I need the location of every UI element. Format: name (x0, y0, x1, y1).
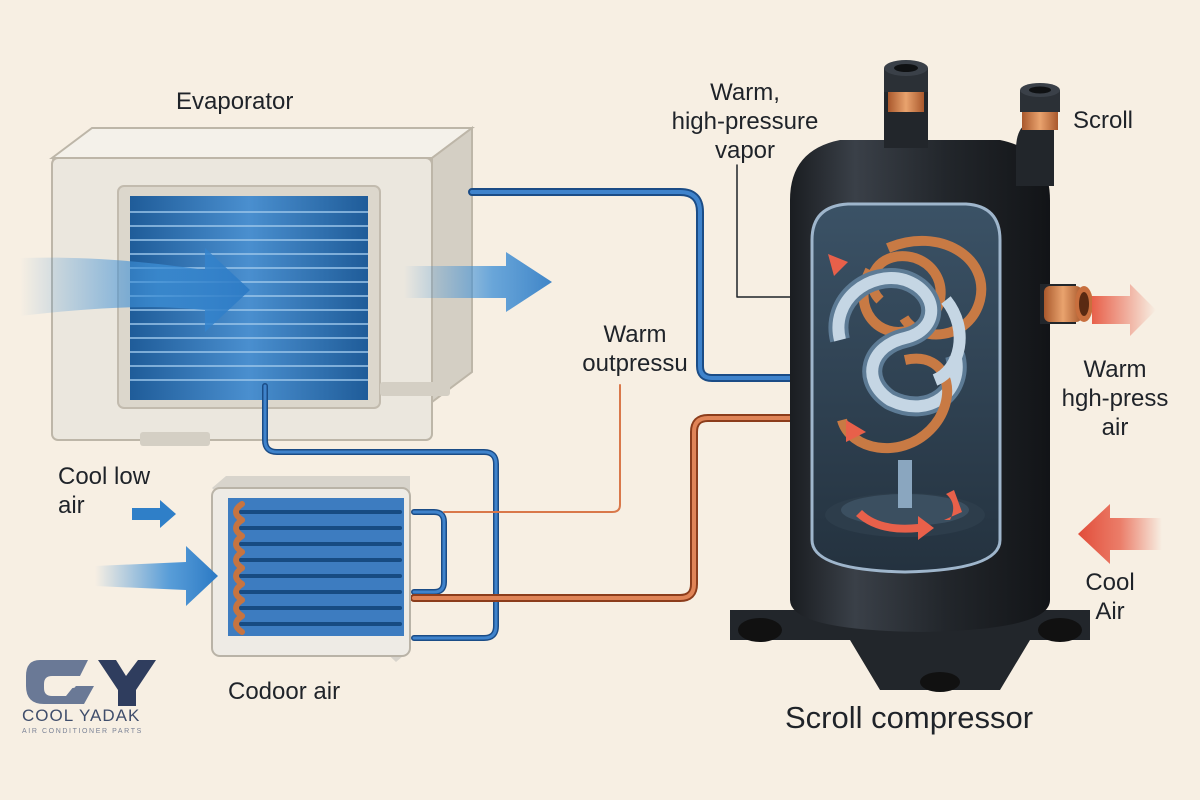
scroll-compressor (730, 60, 1093, 692)
discharge-line (410, 414, 854, 602)
condenser-coil (211, 476, 411, 662)
scroll-element (828, 235, 987, 454)
warm-hgh-press-air-label: Warm hgh-press air (1061, 356, 1169, 441)
condenser-inlet-arrow (95, 546, 218, 606)
evaporator-label: Evaporator (176, 88, 294, 115)
codoor-air-label: Codoor air (228, 678, 341, 705)
cool-air-in-arrow (1078, 504, 1162, 564)
cool-low-air-arrow (132, 500, 176, 528)
cool-low-air-label: Cool low air (58, 463, 151, 519)
brand-name: COOL YADAK (22, 706, 141, 725)
logo-mark (26, 660, 156, 706)
warm-high-pressure-vapor-label: Warm, high-pressure vapor (671, 79, 819, 164)
brand-tagline: AIR CONDITIONER PARTS (22, 728, 143, 735)
airflow-out-arrow (404, 252, 552, 312)
brand-logo: COOL YADAK AIR CONDITIONER PARTS (22, 648, 162, 748)
warm-outpressu-label: Warm outpressu (582, 321, 688, 377)
warm-air-out-arrow (1092, 284, 1156, 336)
cool-air-label: Cool Air (1085, 569, 1135, 625)
airflow-in-arrow (20, 248, 250, 332)
scroll-compressor-title: Scroll compressor (785, 700, 1034, 735)
scroll-label: Scroll (1073, 107, 1134, 134)
